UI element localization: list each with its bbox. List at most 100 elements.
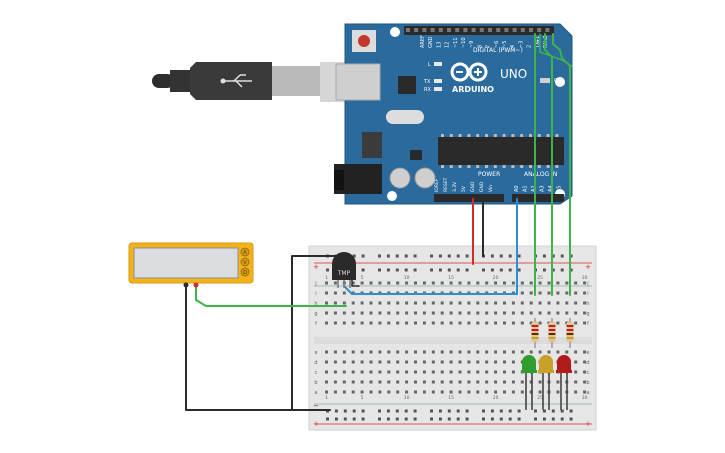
- power-label: POWER: [478, 171, 500, 178]
- wire-sensor-vcc[interactable]: [351, 277, 360, 287]
- multimeter-port[interactable]: [240, 247, 250, 257]
- multimeter-port[interactable]: [240, 267, 250, 277]
- multimeter[interactable]: AVΩ: [128, 242, 254, 288]
- crystal: [386, 110, 424, 124]
- column-number: 25: [537, 395, 543, 401]
- row-letter: g: [586, 311, 589, 317]
- wire-digital-to-resistor-3[interactable]: [552, 33, 571, 296]
- usb-icon: [220, 74, 252, 88]
- analog-pin-label: A0: [514, 185, 520, 192]
- header-pin-hole[interactable]: [512, 28, 517, 32]
- header-pin-hole[interactable]: [447, 28, 451, 32]
- rx-label: RX: [424, 87, 431, 93]
- column-number: 10: [404, 275, 410, 281]
- wire-a0-sensor[interactable]: [344, 198, 518, 295]
- multimeter-port-label: V: [243, 260, 247, 266]
- leds[interactable]: [521, 355, 572, 410]
- led[interactable]: [556, 355, 572, 410]
- column-number: 25: [537, 275, 543, 281]
- column-number: 5: [361, 395, 364, 401]
- on-led: [540, 78, 550, 83]
- header-pin-hole[interactable]: [406, 28, 410, 32]
- header-pin-hole[interactable]: [520, 28, 525, 32]
- row-letter: e: [586, 350, 589, 356]
- row-letter: g: [314, 311, 317, 317]
- brand-label: ARDUINO: [452, 85, 494, 94]
- analog-pin-label: A3: [540, 185, 546, 192]
- header-pin-hole[interactable]: [438, 28, 443, 32]
- wire-digital-to-resistor-2[interactable]: [544, 33, 553, 296]
- lead-multimeter-com[interactable]: [185, 284, 297, 411]
- row-letter: f: [315, 321, 317, 327]
- row-letter: j: [314, 281, 316, 287]
- row-letter: h: [586, 301, 589, 307]
- row-letter: f: [587, 321, 589, 327]
- digital-pin-label: ~9: [469, 41, 475, 48]
- led[interactable]: [538, 355, 554, 410]
- digital-header[interactable]: [404, 26, 554, 35]
- wire-digital-extra[interactable]: [539, 33, 573, 67]
- analog-pin-label: A1: [523, 185, 529, 192]
- row-letter: a: [586, 390, 589, 396]
- column-number: 20: [493, 395, 499, 401]
- reset-button[interactable]: [352, 30, 376, 52]
- arduino-logo: [450, 62, 488, 82]
- multimeter-port[interactable]: [240, 257, 250, 267]
- column-number: 30: [582, 275, 588, 281]
- analog-header[interactable]: [512, 194, 564, 202]
- voltage-regulator: [362, 132, 382, 158]
- lead-multimeter-v[interactable]: [195, 284, 347, 307]
- wires[interactable]: [185, 33, 573, 411]
- column-number: 15: [448, 275, 454, 281]
- model-label: UNO: [500, 67, 527, 81]
- header-pin-hole[interactable]: [430, 28, 435, 32]
- digital-pin-label: 13: [436, 42, 442, 48]
- power-pin-label: 3.3V: [452, 181, 458, 192]
- header-pin-hole[interactable]: [463, 28, 468, 32]
- rail-plus-label: +: [585, 420, 591, 428]
- row-letter: c: [315, 370, 318, 376]
- rail-minus-label: −: [313, 402, 319, 410]
- led[interactable]: [521, 355, 537, 410]
- power-pin-label: 5V: [461, 185, 467, 192]
- probe-v[interactable]: [193, 282, 199, 288]
- tx-label: TX: [423, 79, 431, 85]
- regulator-chip: [410, 150, 422, 160]
- multimeter-display: [133, 247, 239, 279]
- row-letter: c: [587, 370, 590, 376]
- usb-chip: [398, 76, 416, 94]
- l-label: L: [428, 62, 431, 68]
- digital-pin-label: 12: [445, 42, 451, 48]
- power-pin-label: IOREF: [434, 178, 440, 192]
- header-pin-hole[interactable]: [455, 28, 460, 32]
- row-letter: b: [586, 380, 589, 386]
- header-pin-hole[interactable]: [545, 28, 550, 32]
- column-number: 10: [404, 395, 410, 401]
- resistor[interactable]: [548, 318, 556, 348]
- header-pin-hole[interactable]: [471, 28, 476, 32]
- probe-com[interactable]: [183, 282, 189, 288]
- header-pin-hole[interactable]: [488, 28, 492, 32]
- header-pin-hole[interactable]: [422, 28, 427, 32]
- header-pin-hole[interactable]: [414, 28, 419, 32]
- header-pin-hole[interactable]: [479, 28, 484, 32]
- rx-led: [434, 87, 442, 91]
- temperature-sensor[interactable]: TMP: [332, 252, 356, 288]
- power-header[interactable]: [434, 194, 504, 202]
- arduino-uno-board[interactable]: ARDUINO UNO DIGITAL (PWM~) ON L TX RX AR…: [334, 23, 573, 205]
- digital-pin-label: 2: [527, 45, 533, 48]
- capacitor: [414, 167, 436, 189]
- header-pin-hole[interactable]: [529, 28, 533, 32]
- on-label: ON: [554, 78, 562, 84]
- row-letter: a: [314, 390, 317, 396]
- header-pin-hole[interactable]: [537, 28, 542, 32]
- resistors[interactable]: [531, 318, 574, 348]
- digital-pin-label: ~3: [518, 41, 524, 48]
- header-pin-hole[interactable]: [496, 28, 501, 32]
- header-pin-hole[interactable]: [504, 28, 509, 32]
- digital-pin-label: ~11: [453, 37, 459, 48]
- resistor[interactable]: [566, 318, 574, 348]
- resistor[interactable]: [531, 318, 539, 348]
